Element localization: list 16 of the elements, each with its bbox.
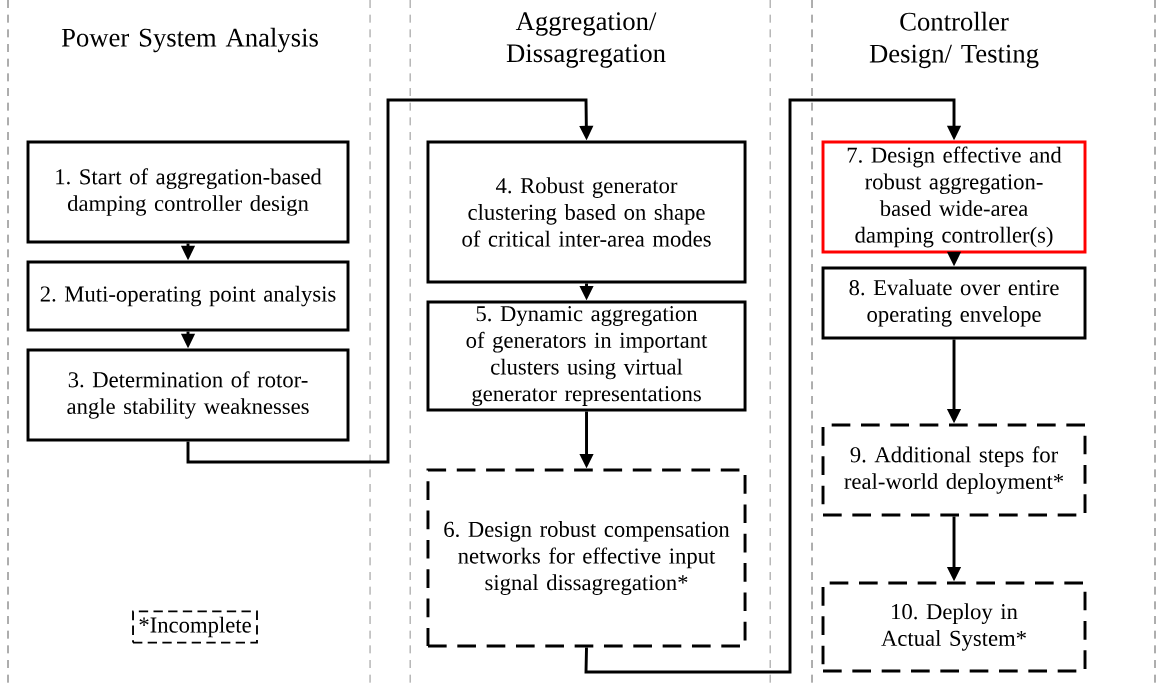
- dashed-step-box: 9. Additional steps for real-world deployment*: [821, 423, 1087, 517]
- dashed-step-box: 10. Deploy in Actual System*: [821, 581, 1087, 673]
- step-box: 8. Evaluate over entire operating envelope: [821, 266, 1087, 340]
- dashed-step-box: 6. Design robust compensation networks for effective input signal dissagregation*: [426, 468, 747, 648]
- arrow: [584, 98, 962, 674]
- legend-key: *Incomplete: [132, 610, 258, 644]
- lane-heading: Power System Analysis: [61, 27, 318, 53]
- step-box: 5. Dynamic aggregation of generators in important clusters using virtual generator representations: [426, 300, 747, 412]
- lane-heading: Controller Design/ Testing: [869, 11, 1039, 69]
- step-box: 1. Start of aggregation-based damping controller design: [26, 140, 350, 244]
- step-box: 3. Determination of rotor-angle stability weaknesses: [26, 348, 350, 442]
- step-box: 4. Robust generator clustering based on shape of critical inter-area modes: [426, 140, 747, 284]
- highlighted-step-box: 7. Design effective and robust aggregation-based wide-area damping controller(s): [821, 140, 1087, 254]
- arrow: [186, 98, 594, 464]
- step-box: 2. Muti-operating point analysis: [26, 260, 350, 332]
- lane-heading: Aggregation/ Dissagregation: [506, 12, 666, 68]
